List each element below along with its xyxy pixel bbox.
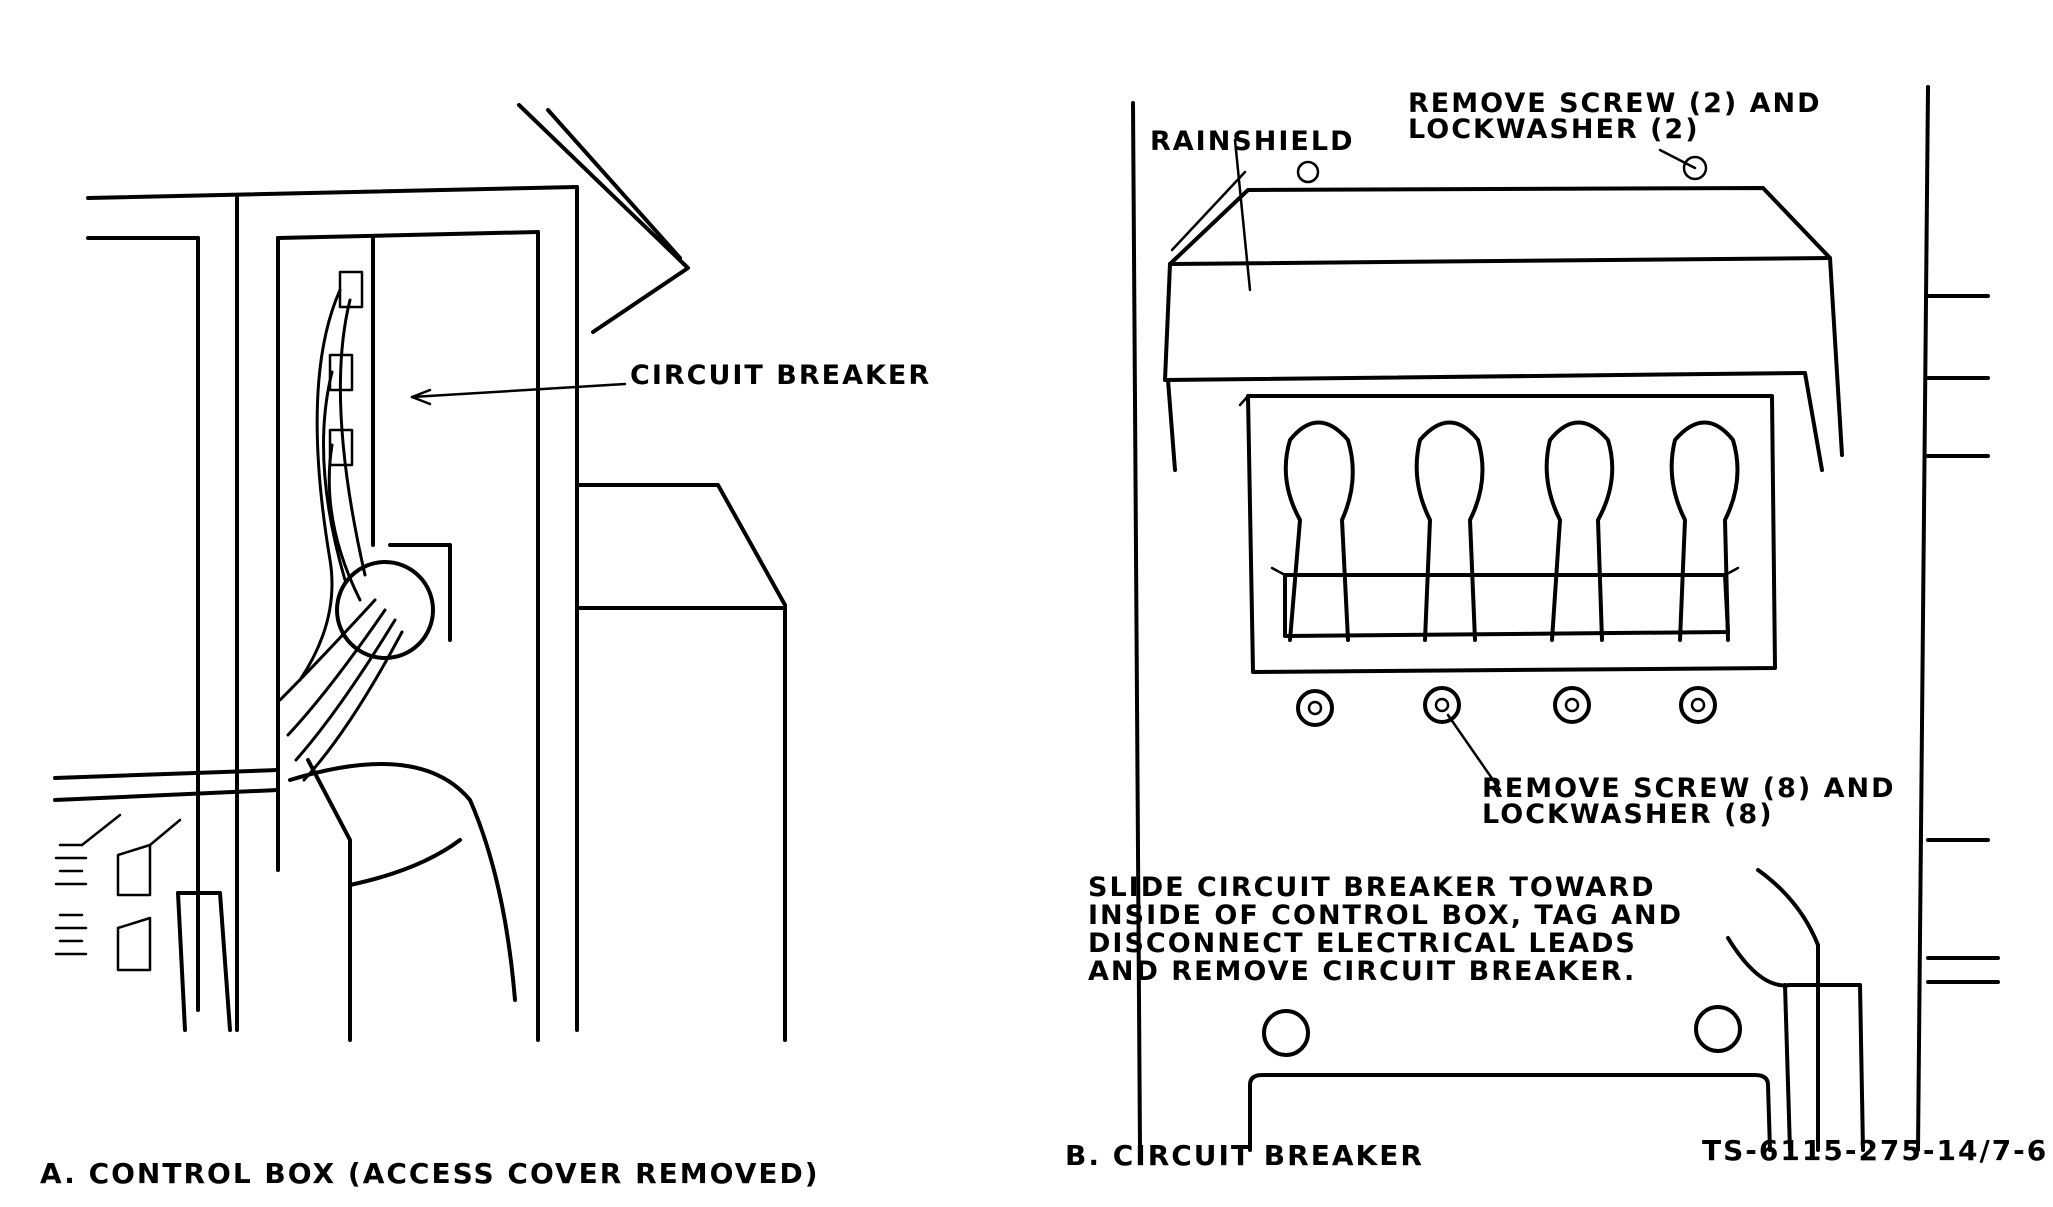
instruction-line: SLIDE CIRCUIT BREAKER TOWARD: [1088, 872, 1656, 903]
spring-screw-icon: [54, 813, 182, 972]
circuit-breaker-label: CIRCUIT BREAKER: [630, 360, 931, 391]
instruction-line: INSIDE OF CONTROL BOX, TAG AND: [1088, 900, 1683, 931]
rainshield-label: RAINSHIELD: [1150, 126, 1354, 157]
instruction-line: AND REMOVE CIRCUIT BREAKER.: [1088, 956, 1636, 987]
figure-id: TS-6115-275-14/7-6: [1702, 1134, 2048, 1167]
panel-a-caption: A. CONTROL BOX (ACCESS COVER REMOVED): [40, 1157, 820, 1190]
circuit-breaker-body: [1238, 394, 1777, 674]
top-screw-label-line2: LOCKWASHER (2): [1408, 114, 1700, 145]
rainshield: [1163, 186, 1844, 472]
panel-b-circuit-breaker: RAINSHIELD REMOVE SCREW (2) AND LOCKWASH…: [1065, 85, 2048, 1172]
top-screw-label-line1: REMOVE SCREW (2) AND: [1408, 88, 1822, 119]
bottom-screw-label-line1: REMOVE SCREW (8) AND: [1482, 773, 1896, 804]
instruction-text: SLIDE CIRCUIT BREAKER TOWARD INSIDE OF C…: [1088, 872, 1683, 987]
screw-icon: [1296, 160, 1320, 184]
bottom-screw-label-line2: LOCKWASHER (8): [1482, 799, 1774, 830]
lockwasher-screws: [1296, 686, 1717, 727]
instruction-line: DISCONNECT ELECTRICAL LEADS: [1088, 928, 1637, 959]
panel-a-control-box: CIRCUIT BREAKER A. CONTROL BOX (ACCESS C…: [40, 103, 931, 1190]
screw-icon: [1682, 155, 1708, 181]
panel-b-caption: B. CIRCUIT BREAKER: [1065, 1139, 1424, 1172]
